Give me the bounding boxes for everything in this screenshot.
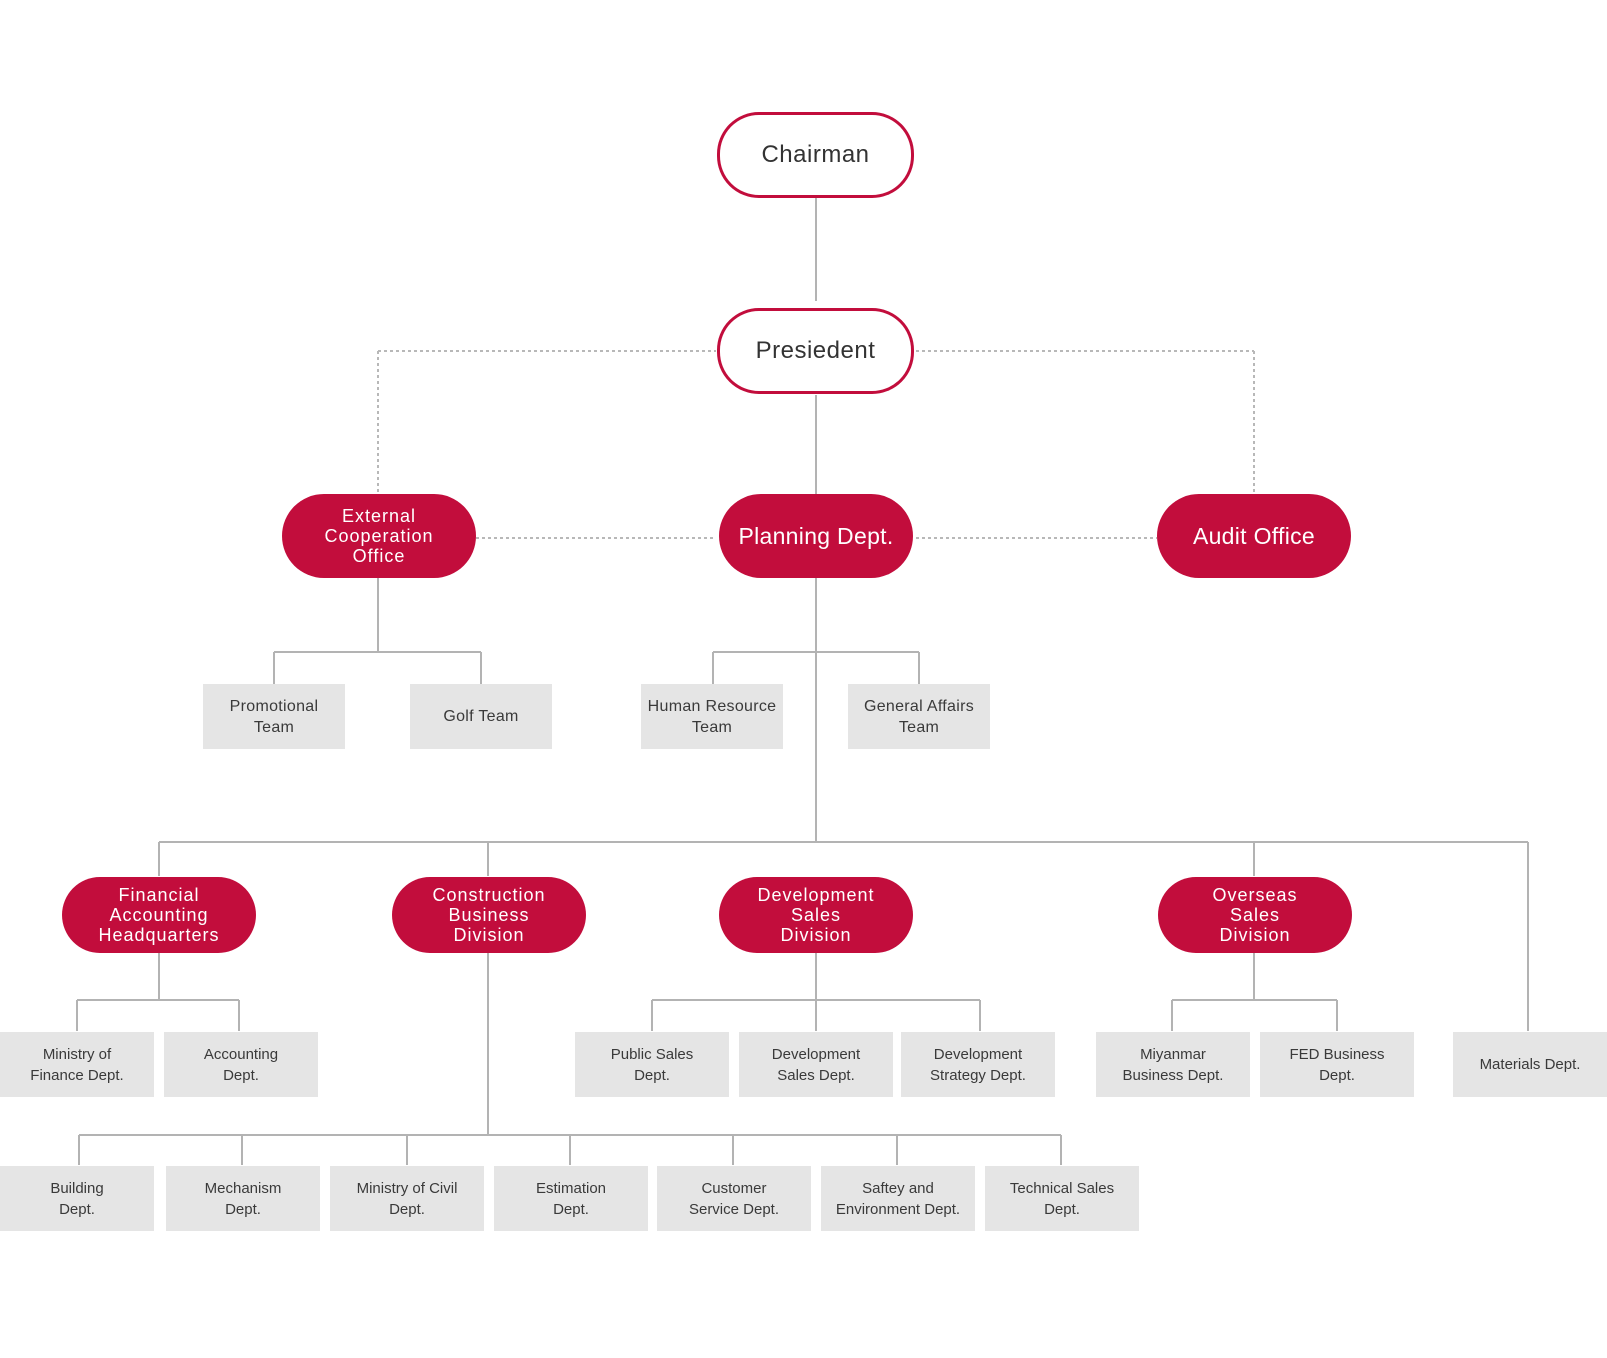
golf-team-box: Golf Team: [410, 684, 552, 749]
development-sales-dept-box: Development Sales Dept.: [739, 1032, 893, 1097]
ministry-of-civil-dept-box: Ministry of Civil Dept.: [330, 1166, 484, 1231]
fed-business-dept-box: FED Business Dept.: [1260, 1032, 1414, 1097]
financial-accounting-hq-node: Financial Accounting Headquarters: [62, 877, 256, 953]
overseas-sales-division-node: Overseas Sales Division: [1158, 877, 1352, 953]
building-dept-box: Building Dept.: [0, 1166, 154, 1231]
construction-business-division-node: Construction Business Division: [392, 877, 586, 953]
estimation-dept-box: Estimation Dept.: [494, 1166, 648, 1231]
miyanmar-business-dept-box: Miyanmar Business Dept.: [1096, 1032, 1250, 1097]
ministry-of-finance-dept-box: Ministry of Finance Dept.: [0, 1032, 154, 1097]
public-sales-dept-box: Public Sales Dept.: [575, 1032, 729, 1097]
promotional-team-box: Promotional Team: [203, 684, 345, 749]
external-cooperation-office-node: External Cooperation Office: [282, 494, 476, 578]
customer-service-dept-box: Customer Service Dept.: [657, 1166, 811, 1231]
safety-and-environment-dept-box: Saftey and Environment Dept.: [821, 1166, 975, 1231]
general-affairs-team-box: General Affairs Team: [848, 684, 990, 749]
mechanism-dept-box: Mechanism Dept.: [166, 1166, 320, 1231]
development-strategy-dept-box: Development Strategy Dept.: [901, 1032, 1055, 1097]
accounting-dept-box: Accounting Dept.: [164, 1032, 318, 1097]
solid-connectors: [76, 197, 1529, 1165]
chairman-node: Chairman: [717, 112, 914, 198]
president-node: Presiedent: [717, 308, 914, 394]
technical-sales-dept-box: Technical Sales Dept.: [985, 1166, 1139, 1231]
planning-dept-node: Planning Dept.: [719, 494, 913, 578]
human-resource-team-box: Human Resource Team: [641, 684, 783, 749]
dotted-connectors: [377, 350, 1255, 539]
audit-office-node: Audit Office: [1157, 494, 1351, 578]
materials-dept-box: Materials Dept.: [1453, 1032, 1607, 1097]
development-sales-division-node: Development Sales Division: [719, 877, 913, 953]
